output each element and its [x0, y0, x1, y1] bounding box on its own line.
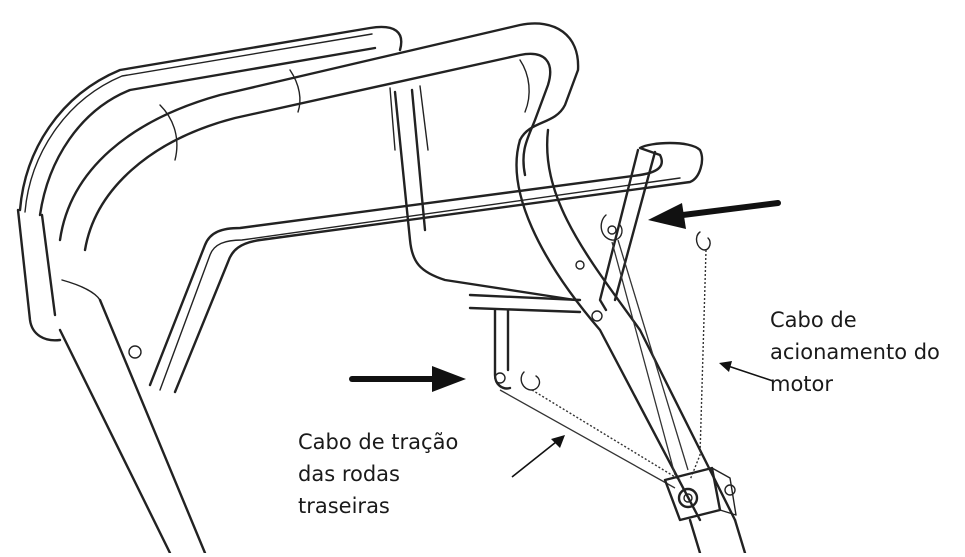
bottom-clamp — [663, 466, 737, 522]
engine-cable-label-line-3: motor — [770, 372, 834, 396]
engine-cable-label-line-1: Cabo de — [770, 308, 857, 332]
engine-cable-label: Cabo de acionamento do motor — [770, 304, 940, 400]
cables — [499, 239, 707, 489]
upper-handle-bar — [16, 22, 580, 342]
pointer-arrows — [349, 200, 781, 478]
drive-cable-label-line-1: Cabo de tração — [298, 430, 459, 454]
drive-cable-label-line-2: das rodas — [298, 462, 400, 486]
lower-arrow-icon — [349, 366, 466, 392]
drive-cable-label-line-3: traseiras — [298, 494, 390, 518]
upper-arrow-icon — [648, 200, 781, 229]
left-lower-tube — [58, 279, 207, 555]
engine-cable-arrow-icon — [719, 361, 774, 382]
cross-bar-bracket — [389, 85, 603, 390]
drive-cable-label: Cabo de tração das rodas traseiras — [298, 426, 458, 522]
right-lower-tube — [515, 128, 747, 555]
engine-cable-label-line-2: acionamento do — [770, 340, 940, 364]
drive-cable-arrow-icon — [511, 435, 565, 478]
